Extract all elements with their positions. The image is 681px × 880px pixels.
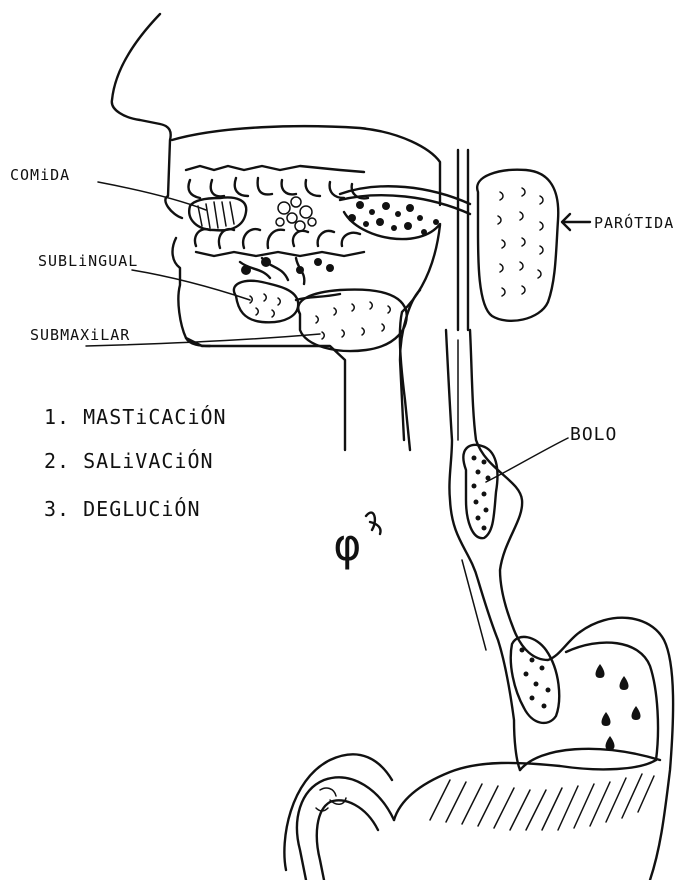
label-submaxilar: SUBMAXiLAR xyxy=(30,326,130,344)
arrow-parotida xyxy=(562,214,590,230)
step-2: 2. SALiVACiÓN xyxy=(44,449,214,473)
duct-outline xyxy=(344,212,440,239)
signature-flourish xyxy=(366,513,381,534)
submaxillary-texture xyxy=(316,302,390,339)
leader-sublingual xyxy=(132,270,250,300)
chewed-food xyxy=(276,197,316,231)
bolus-esophagus-texture xyxy=(472,456,491,531)
step-1: 1. MASTiCACiÓN xyxy=(44,405,227,429)
leader-bolo xyxy=(486,438,568,482)
stomach-contents-hatching xyxy=(430,774,654,830)
sublingual-texture xyxy=(250,294,280,317)
label-parotida: PARÓTIDA xyxy=(594,213,674,232)
pharynx-front-wall xyxy=(400,225,440,450)
parotid-duct xyxy=(340,186,470,214)
bolus-esophagus xyxy=(463,445,497,538)
signature: φ xyxy=(334,520,362,571)
parotid-texture xyxy=(498,188,543,296)
label-sublingual: SUBLiNGUAL xyxy=(38,252,138,270)
bolus-stomach xyxy=(511,637,559,723)
lower-teeth xyxy=(195,229,364,256)
submaxillary-duct xyxy=(296,294,340,300)
step-3: 3. DEGLUCiÓN xyxy=(44,497,201,521)
pharynx-tube xyxy=(458,150,468,330)
gastric-drops xyxy=(596,664,641,750)
label-comida: COMiDA xyxy=(10,166,70,184)
face-profile xyxy=(112,14,345,450)
submaxillary-gland xyxy=(298,290,406,351)
food-hatching xyxy=(198,202,234,228)
label-bolo: BOLO xyxy=(570,424,617,445)
duodenum xyxy=(284,754,394,880)
parotid-gland xyxy=(477,170,558,321)
esophagus-left-wall xyxy=(446,330,520,770)
sublingual-gland xyxy=(234,281,298,323)
stomach-lower-curve xyxy=(394,760,656,820)
